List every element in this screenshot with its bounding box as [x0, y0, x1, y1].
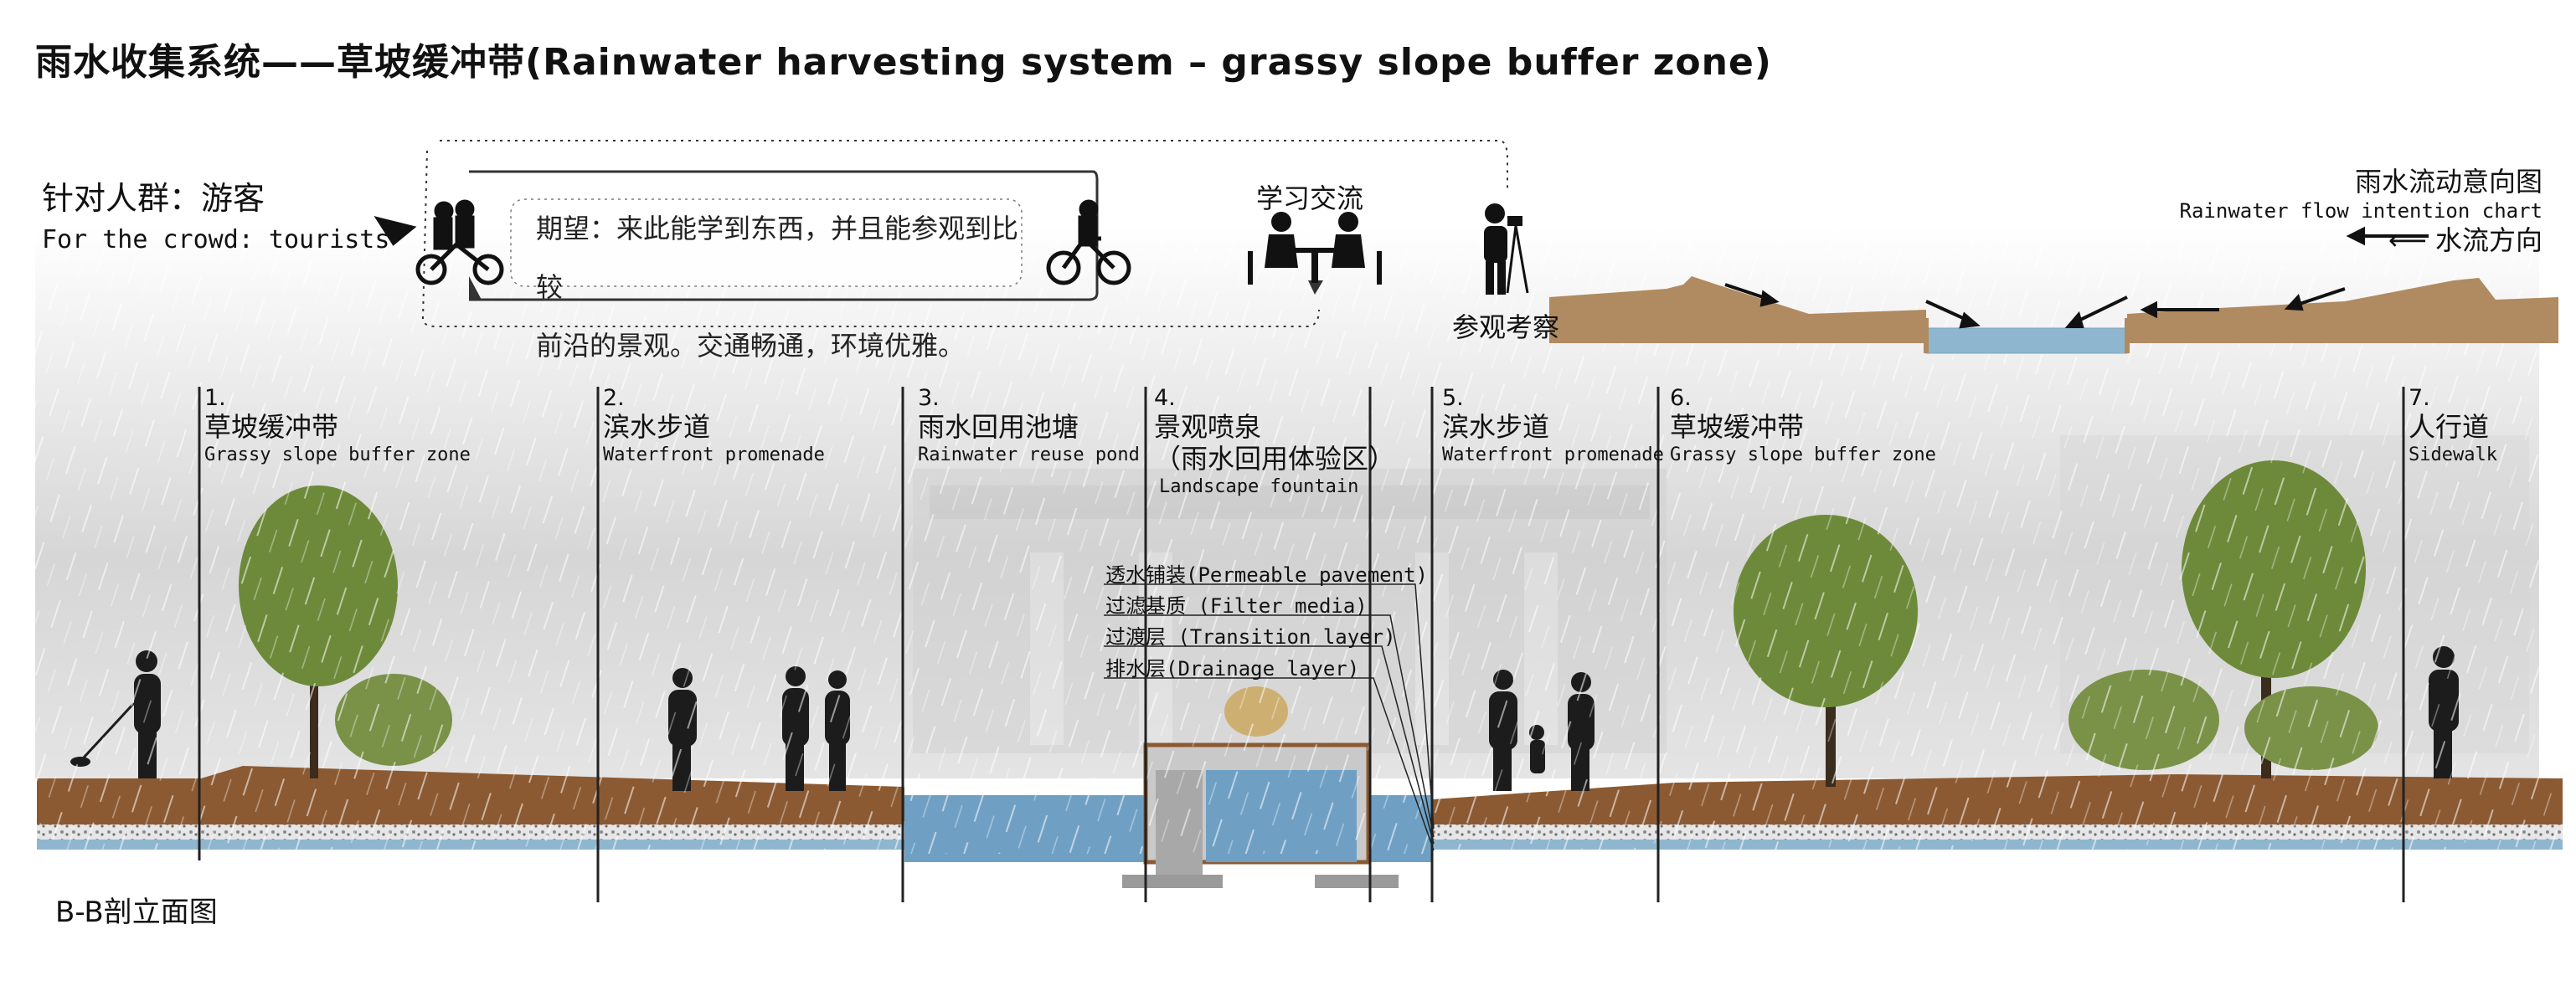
zone-number: 3.: [918, 385, 940, 411]
rain-overlay: [0, 67, 2576, 854]
cyclist-icon: [1046, 199, 1131, 285]
zone-name-cn: 滨水步道: [603, 411, 711, 443]
flow-chart-title-cn: 雨水流动意向图: [2354, 166, 2543, 198]
layer-transition: 过渡层 (Transition layer): [1105, 625, 1396, 649]
zone-name-en: Landscape fountain: [1159, 476, 1359, 497]
zone-number: 1.: [204, 385, 226, 411]
motorcycle-riders-icon: [374, 199, 504, 285]
zone-name-cn: 景观喷泉: [1154, 411, 1262, 443]
zone-number: 5.: [1442, 385, 1464, 411]
zone-number: 6.: [1670, 385, 1692, 411]
zone-5: 5. 滨水步道 Waterfront promenade: [1442, 385, 1664, 465]
zone-4: 4. 景观喷泉 （雨水回用体验区） Landscape fountain: [1154, 385, 1395, 497]
flow-direction-label: 水流方向: [2434, 224, 2543, 256]
zone-name-en: Waterfront promenade: [603, 444, 825, 465]
zone-6: 6. 草坡缓冲带 Grassy slope buffer zone: [1670, 385, 1936, 465]
zone-name-en: Sidewalk: [2409, 444, 2497, 465]
zone-1: 1. 草坡缓冲带 Grassy slope buffer zone: [204, 385, 471, 465]
layer-filter-media: 过滤基质 (Filter media): [1105, 594, 1368, 618]
layer-permeable-pavement: 透水铺装(Permeable pavement): [1105, 563, 1428, 587]
zone-name-en: Grassy slope buffer zone: [1670, 444, 1936, 465]
flow-chart-title: 雨水流动意向图 Rainwater flow intention chart: [2180, 161, 2543, 223]
expectation-bubble: [510, 198, 1023, 287]
zone-2: 2. 滨水步道 Waterfront promenade: [603, 385, 825, 465]
audience-cn: 针对人群：游客: [42, 180, 265, 217]
audience-en: For the crowd: tourists: [42, 225, 390, 254]
zone-name-cn-sub: （雨水回用体验区）: [1154, 443, 1396, 475]
zone-number: 2.: [603, 385, 625, 411]
zone-name-cn: 人行道: [2409, 411, 2490, 443]
zone-name-en: Rainwater reuse pond: [918, 444, 1140, 465]
arrow-left-icon: ⟵: [2388, 224, 2435, 256]
expectation-line-2: 前沿的景观。交通畅通，环境优雅。: [536, 330, 966, 362]
zone-7: 7. 人行道 Sidewalk: [2409, 385, 2497, 465]
expectation-text: 期望：来此能学到东西，并且能参观到比较 前沿的景观。交通畅通，环境优雅。: [536, 199, 1022, 375]
zone-name-cn: 滨水步道: [1442, 411, 1550, 443]
layer-leader-lines: [1104, 583, 1435, 851]
zone-number: 4.: [1154, 385, 1176, 411]
page-title: 雨水收集系统——草坡缓冲带(Rainwater harvesting syste…: [35, 41, 1772, 84]
study-exchange-label: 学习交流: [1256, 182, 1364, 214]
photographer-icon: [1484, 203, 1529, 295]
study-exchange-icon: [1248, 212, 1382, 285]
zone-number: 7.: [2409, 385, 2430, 411]
section-label: B-B剖立面图: [55, 896, 218, 929]
zone-3: 3. 雨水回用池塘 Rainwater reuse pond: [918, 385, 1140, 465]
expectation-line-1: 期望：来此能学到东西，并且能参观到比较: [536, 213, 1019, 303]
flow-chart-title-en: Rainwater flow intention chart: [2179, 199, 2543, 223]
flow-direction-legend: ⟵ 水流方向: [2388, 219, 2543, 258]
zone-name-cn: 雨水回用池塘: [918, 411, 1079, 443]
zone-name-en: Waterfront promenade: [1442, 444, 1664, 465]
zone-name-cn: 草坡缓冲带: [204, 411, 339, 443]
target-audience: 针对人群：游客 For the crowd: tourists: [42, 172, 389, 254]
zone-divider-lines: [198, 387, 2405, 902]
zone-name-cn: 草坡缓冲带: [1670, 411, 1805, 443]
visit-inspect-label: 参观考察: [1452, 311, 1560, 343]
flow-intention-chart: [1549, 226, 2558, 354]
zone-name-en: Grassy slope buffer zone: [204, 444, 471, 465]
layer-drainage: 排水层(Drainage layer): [1105, 657, 1360, 681]
